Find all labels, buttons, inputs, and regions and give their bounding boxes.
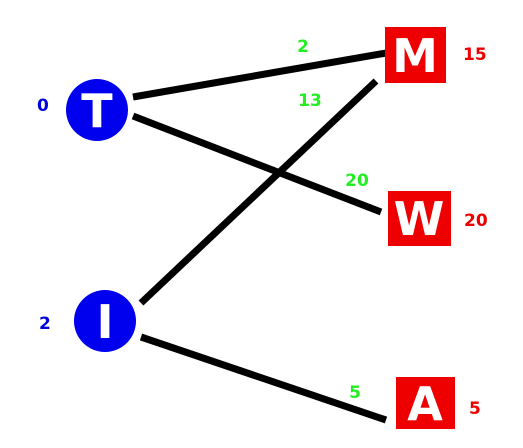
edge-t-m <box>132 48 393 101</box>
node-circle <box>74 290 136 352</box>
edge-weight-i-a: 5 <box>349 383 361 403</box>
node-letter: I <box>96 295 113 349</box>
edge-t-w <box>131 112 383 216</box>
node-letter: T <box>81 84 113 138</box>
edge-weight-t-w: 20 <box>345 171 369 191</box>
target-node-m: M <box>385 27 446 83</box>
node-circle <box>66 79 128 141</box>
node-box <box>388 191 451 246</box>
target-value-w: 20 <box>464 211 488 231</box>
node-box <box>396 377 455 429</box>
edge-i-a <box>139 333 388 424</box>
node-letter: M <box>392 29 438 83</box>
node-letter: A <box>407 377 443 431</box>
target-node-w: W <box>388 191 451 246</box>
edge-weight-t-m: 2 <box>297 37 309 57</box>
target-value-m: 15 <box>463 45 487 65</box>
edge-weight-i-m: 13 <box>298 91 322 111</box>
source-node-t: T <box>66 79 128 141</box>
source-node-i: I <box>74 290 136 352</box>
node-letter: W <box>394 192 445 246</box>
source-value-i: 2 <box>39 314 51 334</box>
target-node-a: A <box>396 377 455 431</box>
node-box <box>385 27 446 83</box>
source-value-t: 0 <box>37 96 49 116</box>
target-value-a: 5 <box>469 399 481 419</box>
edge-i-m <box>138 78 379 306</box>
